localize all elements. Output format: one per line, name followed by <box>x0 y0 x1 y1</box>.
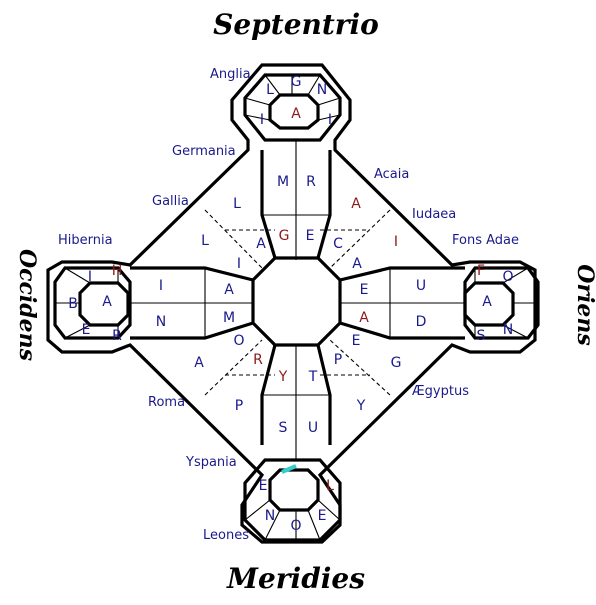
letter-sw-m: M <box>223 310 235 326</box>
letter-w-h: H <box>112 263 123 279</box>
east-apse-spokes <box>474 267 538 339</box>
label-leones: Leones <box>203 528 249 543</box>
letter-nw-a2: A <box>224 282 234 298</box>
letter-sw-r: R <box>253 352 263 368</box>
label-anglia: Anglia <box>210 67 251 82</box>
letter-se-y: Y <box>356 398 366 414</box>
label-germania: Germania <box>172 144 236 159</box>
letter-w-n: N <box>156 314 166 330</box>
north-apse-outer <box>243 73 342 142</box>
letter-s-u: U <box>308 420 318 436</box>
label-fons-adae: Fons Adae <box>452 233 519 248</box>
letter-n-r: R <box>306 174 316 190</box>
letter-sw-o: O <box>233 333 244 349</box>
letter-e-o: O <box>502 269 513 285</box>
letter-e-a: A <box>482 294 492 310</box>
letter-e-f: F <box>477 263 485 279</box>
letter-n-g: G <box>291 74 302 90</box>
letter-ne-c: C <box>333 236 343 252</box>
letter-s-o: O <box>290 518 301 534</box>
label-yspania: Yspania <box>185 455 237 470</box>
letter-ne-a2: A <box>352 256 362 272</box>
west-arm-dividers <box>130 268 253 338</box>
letter-ne-e: E <box>306 228 315 244</box>
central-octagon <box>251 256 342 347</box>
letter-n-i2: I <box>328 112 332 128</box>
letter-ne-e2: E <box>360 282 369 298</box>
letter-nw-i: I <box>237 256 241 272</box>
letter-ne-i: I <box>394 234 398 250</box>
letter-ne-a: A <box>351 196 361 212</box>
south-apse-inner <box>268 468 320 512</box>
letter-nw-g: G <box>279 228 290 244</box>
south-arm-dividers <box>262 345 330 460</box>
letter-n-i: I <box>260 112 264 128</box>
label-acaia: Acaia <box>374 167 409 182</box>
letter-s-s: S <box>279 420 288 436</box>
direction-south: Meridies <box>226 562 365 595</box>
letter-sw-a: A <box>194 355 204 371</box>
direction-west: Occidens <box>14 249 40 361</box>
letter-s-l: L <box>326 478 334 494</box>
letter-e-n: N <box>503 322 513 338</box>
letter-e-u: U <box>416 278 426 294</box>
label-iudaea: Iudaea <box>412 207 456 222</box>
letter-se-p: P <box>334 352 342 368</box>
label-gallia: Gallia <box>152 194 189 209</box>
letter-s-e2: E <box>318 508 327 524</box>
letter-n-m: M <box>277 174 289 190</box>
letter-nw-l: L <box>233 196 241 212</box>
outer-outline <box>46 63 537 544</box>
highlight-segment <box>281 464 297 474</box>
letter-n-n: N <box>317 82 327 98</box>
diagonal-dividers <box>204 209 391 396</box>
letter-nw-a: A <box>256 236 266 252</box>
north-apse-inner <box>268 93 320 130</box>
letter-e-d: D <box>416 314 427 330</box>
letter-w-i2: I <box>159 278 163 294</box>
label-aegyptus: Ægyptus <box>412 384 469 399</box>
letter-se-t: T <box>308 369 318 385</box>
west-apse-spokes <box>55 267 119 339</box>
letter-sw-p: P <box>235 398 243 414</box>
label-hibernia: Hibernia <box>58 233 113 248</box>
letter-w-b: B <box>68 296 78 312</box>
south-apse-spokes <box>244 499 341 541</box>
direction-north: Septentrio <box>213 8 379 41</box>
direction-east: Oriens <box>572 264 596 346</box>
north-arm-dividers <box>262 140 330 260</box>
letter-w-e: E <box>82 322 91 338</box>
letter-s-e: E <box>259 478 268 494</box>
letter-e-s: S <box>477 328 486 344</box>
letter-se-e: E <box>352 333 361 349</box>
letter-w-r: R <box>112 328 122 344</box>
letter-se-a: A <box>359 310 369 326</box>
letter-nw-l2: L <box>201 233 209 249</box>
north-apse-spokes <box>244 74 341 121</box>
letter-sw-y: Y <box>278 369 288 385</box>
letter-n-a: A <box>291 106 301 122</box>
label-roma: Roma <box>148 395 185 410</box>
letter-n-l: L <box>266 82 274 98</box>
letter-s-n: N <box>265 508 275 524</box>
east-arm-dividers <box>340 268 465 338</box>
letter-se-g: G <box>391 355 402 371</box>
letter-w-a: A <box>102 294 112 310</box>
letter-w-i: I <box>88 269 92 285</box>
